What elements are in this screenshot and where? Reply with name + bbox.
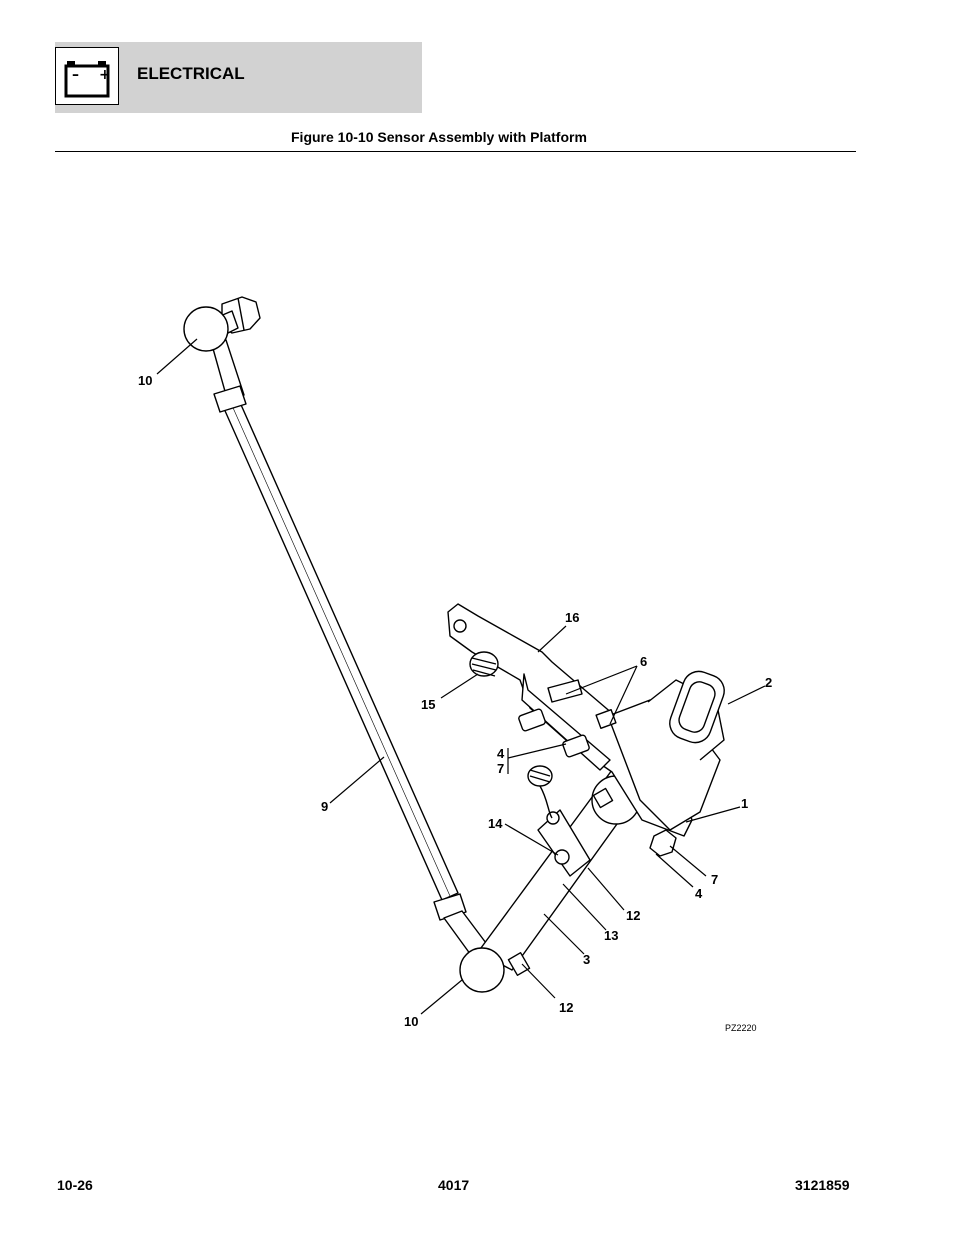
drawing-code: PZ2220 (725, 1023, 757, 1033)
battery-icon: – + (55, 47, 119, 105)
header-rule (55, 151, 856, 152)
upper-spring (469, 651, 499, 677)
page-number: 10-26 (57, 1177, 93, 1193)
callout-label: 7 (497, 761, 504, 776)
callout-label: 1 (741, 796, 748, 811)
callout-label: 10 (404, 1014, 418, 1029)
callout-label: 16 (565, 610, 579, 625)
callout-label: 2 (765, 675, 772, 690)
battery-plus-sign: + (99, 67, 111, 83)
callout-label: 14 (488, 816, 503, 831)
callout-label: 4 (695, 886, 703, 901)
callout-label: 15 (421, 697, 435, 712)
link-bolt (554, 849, 570, 865)
figure-title: Figure 10-10 Sensor Assembly with Platfo… (291, 129, 587, 145)
callout-label: 9 (321, 799, 328, 814)
callout-label: 13 (604, 928, 618, 943)
callout-label: 12 (626, 908, 640, 923)
side-nut (649, 829, 677, 857)
model-number: 4017 (438, 1177, 470, 1193)
callout-label: 6 (640, 654, 647, 669)
manual-number: 3121859 (795, 1177, 850, 1193)
callout-label: 7 (711, 872, 718, 887)
callout-label: 10 (138, 373, 152, 388)
battery-minus-sign: – (72, 67, 79, 83)
callout-label: 4 (497, 746, 505, 761)
callout-label: 12 (559, 1000, 573, 1015)
section-title: ELECTRICAL (137, 64, 245, 83)
callout-label: 3 (583, 952, 590, 967)
lower-ball-joint (459, 947, 505, 993)
